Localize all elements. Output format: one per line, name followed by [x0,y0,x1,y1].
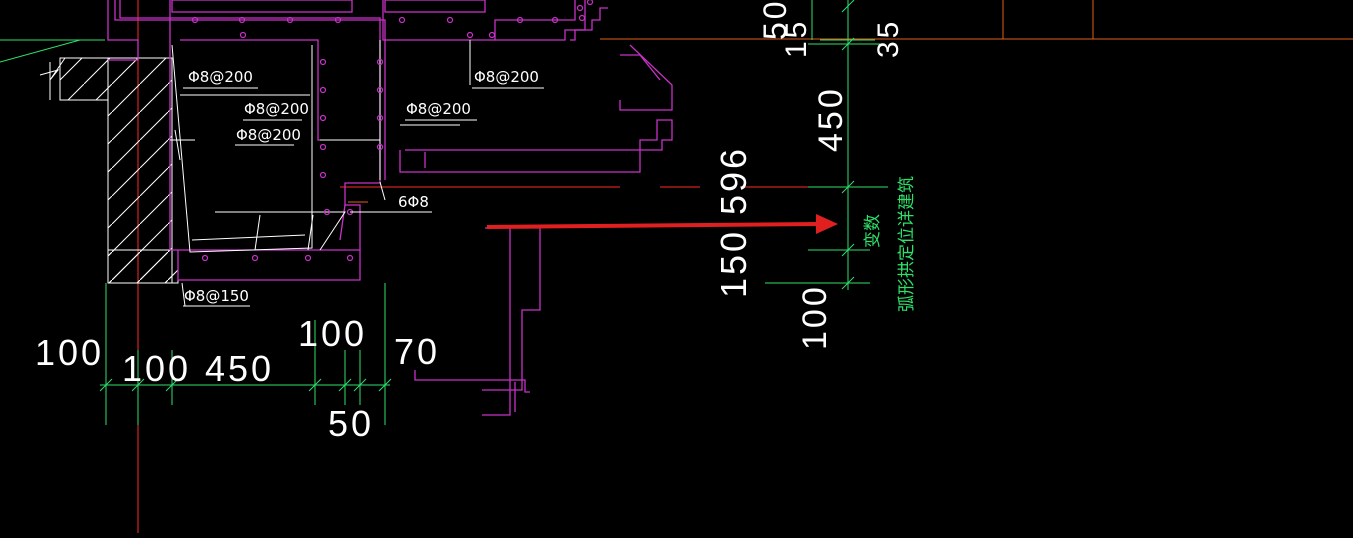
rebar-label-5: Φ8@200 [474,68,539,86]
rebar-label-4: Φ8@200 [406,100,471,118]
ground-line [0,39,105,100]
rebar-label-6: 6Φ8 [398,193,429,211]
rebar-label-3: Φ8@200 [236,126,301,144]
rebar-labels: Φ8@200 Φ8@200 Φ8@200 Φ8@200 Φ8@200 6Φ8 Φ… [181,68,544,307]
pointer-arrow [486,214,838,234]
note-arch-position: 弧形拱定位详建筑 [897,176,917,312]
concrete-outline [107,0,673,416]
rebar-label-1: Φ8@200 [188,68,253,86]
right-dimension-chain [765,0,888,290]
annotation-note: 弧形拱定位详建筑 变数 [863,176,917,312]
dim-bottom-450: 450 [205,348,274,389]
dim-top-50: 50 [757,0,793,40]
dim-right-596: 596 [713,146,754,215]
dim-bottom-100: 100 [122,348,191,389]
dim-right-150: 150 [713,229,754,298]
rebar-dots [191,0,594,262]
dim-left-100: 100 [35,332,104,373]
dim-bottom-50: 50 [328,403,374,444]
dim-mid-100: 100 [298,313,367,354]
dim-top-35: 35 [872,19,905,58]
rebar-lines [170,40,471,253]
rebar-label-7: Φ8@150 [184,287,249,305]
dim-right-70: 70 [394,331,440,372]
hatched-wall [59,57,179,284]
bottom-dimension-chain [99,283,392,425]
dimension-labels: 100 100 450 100 70 50 150 596 450 100 50… [35,0,905,444]
dim-vert-450: 450 [812,86,850,152]
note-variable: 变数 [863,214,883,248]
dim-top-15: 15 [780,19,813,58]
dim-vert-100: 100 [796,284,834,350]
rebar-label-2: Φ8@200 [244,100,309,118]
